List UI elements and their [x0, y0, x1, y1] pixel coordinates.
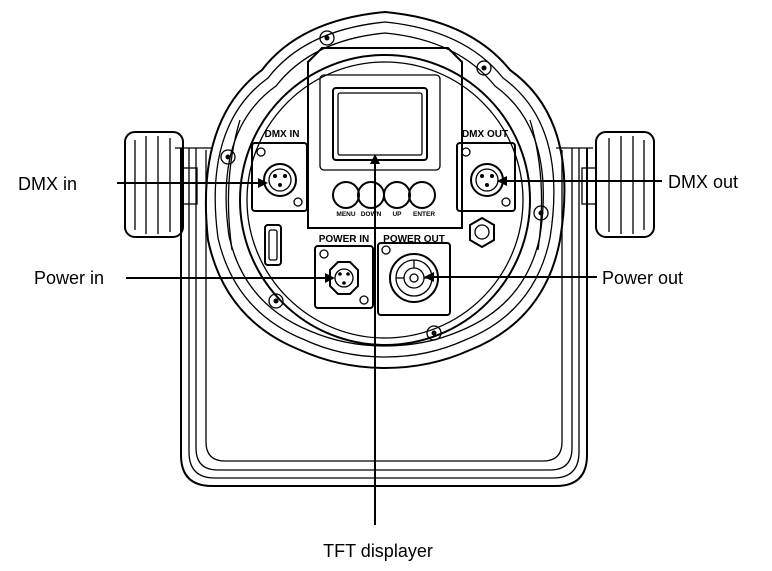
dmx-out-connector: DMX OUT [456, 129, 516, 212]
menu-label: MENU [336, 211, 355, 218]
display-housing [307, 47, 463, 229]
up-label: UP [392, 211, 402, 218]
dmx-in-callout: DMX in [18, 174, 77, 194]
callout-leaders [117, 154, 662, 525]
cable-gland [469, 216, 495, 249]
power-out-panel-label: POWER OUT [383, 234, 445, 245]
power-in-connector: POWER IN [314, 234, 374, 309]
power-in-callout: Power in [34, 268, 104, 288]
power-out-connector: POWER OUT [377, 234, 451, 316]
menu-button[interactable] [332, 181, 360, 209]
power-out-callout: Power out [602, 268, 683, 288]
tft-screen [332, 87, 428, 161]
up-button[interactable] [383, 181, 411, 209]
down-button[interactable] [357, 181, 385, 209]
down-label: DOWN [361, 211, 382, 218]
yoke-bracket [175, 147, 593, 487]
enter-button[interactable] [408, 181, 436, 209]
tft-display-callout: TFT displayer [323, 541, 433, 561]
power-in-panel-label: POWER IN [319, 234, 370, 245]
enter-label: ENTER [413, 211, 435, 218]
right-knob [581, 131, 655, 238]
left-knob [124, 131, 198, 238]
dmx-in-panel-label: DMX IN [265, 129, 300, 140]
dmx-out-callout: DMX out [668, 172, 738, 192]
dmx-out-panel-label: DMX OUT [462, 129, 508, 140]
rear-plate [239, 54, 531, 346]
control-buttons: MENU DOWN UP ENTER [332, 181, 436, 218]
service-port [264, 224, 282, 266]
